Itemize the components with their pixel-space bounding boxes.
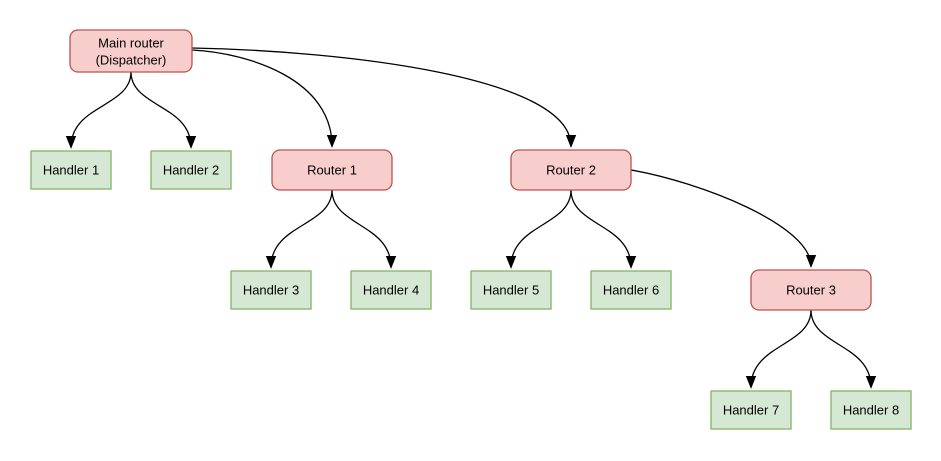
- handler-5-label: Handler 5: [483, 283, 539, 298]
- node-handler-4: Handler 4: [350, 270, 432, 310]
- node-handler-7: Handler 7: [710, 390, 792, 430]
- edge-main-router-to-router-1: [191, 49, 338, 148]
- node-handler-2: Handler 2: [150, 150, 232, 190]
- edge-router-1-to-handler-3: [265, 189, 333, 269]
- edge-router-3-to-handler-8: [810, 309, 877, 389]
- handler-7-label: Handler 7: [723, 403, 779, 418]
- node-handler-1: Handler 1: [30, 150, 112, 190]
- handler-5-box: [470, 270, 552, 310]
- edge-router-1-to-handler-4: [331, 189, 397, 269]
- handler-1-label: Handler 1: [43, 163, 99, 178]
- handler-4-label: Handler 4: [363, 283, 419, 298]
- handler-8-box: [830, 390, 912, 430]
- handler-4-box: [350, 270, 432, 310]
- node-handler-3: Handler 3: [230, 270, 312, 310]
- router-2-label: Router 2: [546, 163, 596, 178]
- router-2-box: [510, 149, 632, 191]
- node-router-1: Router 1: [271, 149, 393, 191]
- edge-main-router-to-router-2: [191, 47, 577, 148]
- edge-router-2-to-router-3: [630, 169, 817, 268]
- router-1-label: Router 1: [307, 163, 357, 178]
- edge-router-2-to-handler-6: [570, 189, 637, 269]
- handler-6-box: [590, 270, 672, 310]
- router-3-label: Router 3: [786, 283, 836, 298]
- handler-3-box: [230, 270, 312, 310]
- node-handler-5: Handler 5: [470, 270, 552, 310]
- main-router-box: [69, 29, 193, 73]
- node-handler-8: Handler 8: [830, 390, 912, 430]
- handler-2-label: Handler 2: [163, 163, 219, 178]
- handler-8-label: Handler 8: [843, 403, 899, 418]
- handler-3-label: Handler 3: [243, 283, 299, 298]
- edge-main-router-to-handler-1: [65, 71, 132, 149]
- main-router-label-line1: Main router: [98, 36, 164, 51]
- router-1-box: [271, 149, 393, 191]
- handler-2-box: [150, 150, 232, 190]
- node-handler-6: Handler 6: [590, 270, 672, 310]
- edge-router-2-to-handler-5: [505, 189, 572, 269]
- handler-7-box: [710, 390, 792, 430]
- node-router-2: Router 2: [510, 149, 632, 191]
- node-main-router: Main router (Dispatcher): [69, 29, 193, 73]
- main-router-label-line2: (Dispatcher): [96, 53, 167, 68]
- edge-main-router-to-handler-2: [130, 71, 197, 149]
- node-router-3: Router 3: [750, 269, 872, 311]
- handler-1-box: [30, 150, 112, 190]
- router-3-box: [750, 269, 872, 311]
- handler-6-label: Handler 6: [603, 283, 659, 298]
- edge-router-3-to-handler-7: [745, 309, 812, 389]
